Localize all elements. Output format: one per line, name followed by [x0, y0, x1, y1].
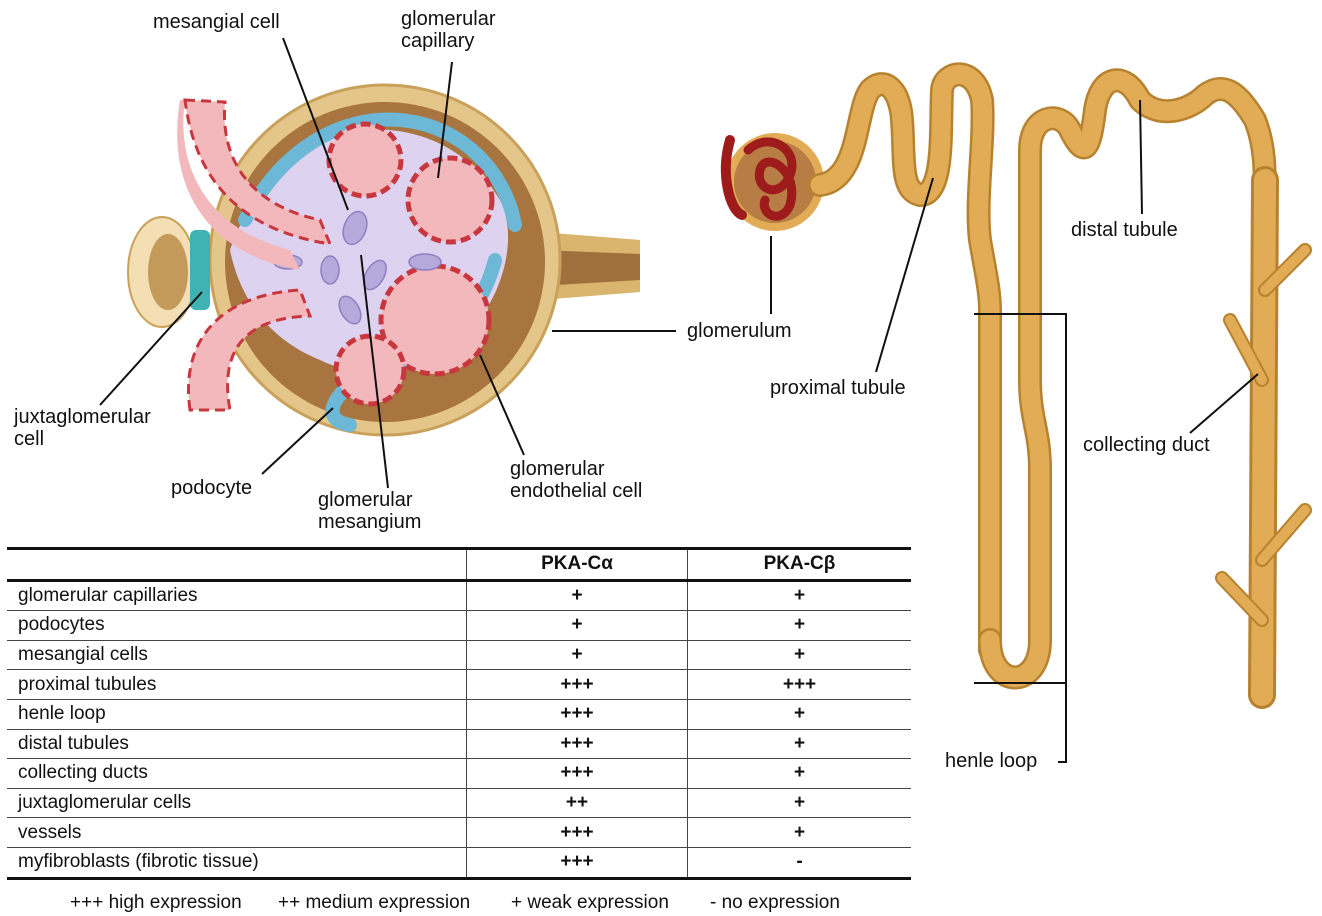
table-row: distal tubules++++ — [7, 729, 911, 759]
row-pka-cb: + — [688, 611, 912, 641]
table-row: henle loop++++ — [7, 699, 911, 729]
label-mesangial-cell: mesangial cell — [153, 11, 280, 33]
label-glomerular-capillary-line1: glomerular — [401, 8, 495, 30]
label-collecting-duct: collecting duct — [1083, 434, 1210, 456]
row-pka-ca: +++ — [467, 699, 688, 729]
table-row: proximal tubules++++++ — [7, 670, 911, 700]
label-glomerular-capillary-line2: capillary — [401, 30, 474, 52]
row-pka-ca: + — [467, 580, 688, 611]
header-pka-cb: PKA-Cβ — [688, 549, 912, 581]
row-name: distal tubules — [7, 729, 467, 759]
renal-corpuscle — [128, 85, 640, 435]
legend-high: +++ high expression — [70, 892, 242, 914]
row-name: juxtaglomerular cells — [7, 788, 467, 818]
row-pka-ca: +++ — [467, 729, 688, 759]
row-pka-ca: ++ — [467, 788, 688, 818]
table-row: podocytes++ — [7, 611, 911, 641]
label-glomerular-mesangium-line2: mesangium — [318, 511, 421, 533]
row-pka-cb: +++ — [688, 670, 912, 700]
label-glomerulum: glomerulum — [687, 320, 791, 342]
label-henle-loop: henle loop — [945, 750, 1037, 772]
juxtaglomerular-cells — [128, 217, 210, 327]
table-row: vessels++++ — [7, 818, 911, 848]
header-tissue — [7, 549, 467, 581]
row-pka-cb: + — [688, 699, 912, 729]
legend-none: - no expression — [710, 892, 840, 914]
row-name: collecting ducts — [7, 759, 467, 789]
table-row: collecting ducts++++ — [7, 759, 911, 789]
row-pka-ca: + — [467, 640, 688, 670]
legend-medium: ++ medium expression — [278, 892, 470, 914]
table-header-row: PKA-Cα PKA-Cβ — [7, 549, 911, 581]
row-pka-ca: +++ — [467, 847, 688, 878]
label-juxtaglomerular-line2: cell — [14, 428, 44, 450]
label-glomerular-mesangium-line1: glomerular — [318, 489, 412, 511]
expression-table: PKA-Cα PKA-Cβ glomerular capillaries++ p… — [7, 547, 911, 880]
label-endothelial-line2: endothelial cell — [510, 480, 642, 502]
row-pka-cb: + — [688, 580, 912, 611]
label-endothelial-line1: glomerular — [510, 458, 604, 480]
row-pka-cb: + — [688, 640, 912, 670]
table-row: myfibroblasts (fibrotic tissue)+++- — [7, 847, 911, 878]
row-name: henle loop — [7, 699, 467, 729]
table-row: glomerular capillaries++ — [7, 580, 911, 611]
row-pka-cb: + — [688, 729, 912, 759]
row-name: vessels — [7, 818, 467, 848]
row-name: glomerular capillaries — [7, 580, 467, 611]
table-row: juxtaglomerular cells+++ — [7, 788, 911, 818]
label-distal-tubule: distal tubule — [1071, 219, 1178, 241]
row-pka-cb: - — [688, 847, 912, 878]
label-proximal-tubule: proximal tubule — [770, 377, 906, 399]
row-name: podocytes — [7, 611, 467, 641]
row-name: myfibroblasts (fibrotic tissue) — [7, 847, 467, 878]
row-pka-ca: +++ — [467, 818, 688, 848]
row-pka-cb: + — [688, 818, 912, 848]
label-podocyte: podocyte — [171, 477, 252, 499]
row-pka-cb: + — [688, 788, 912, 818]
label-juxtaglomerular-line1: juxtaglomerular — [14, 406, 151, 428]
table-row: mesangial cells++ — [7, 640, 911, 670]
row-pka-ca: +++ — [467, 670, 688, 700]
row-name: proximal tubules — [7, 670, 467, 700]
row-pka-ca: + — [467, 611, 688, 641]
legend-weak: + weak expression — [511, 892, 669, 914]
row-name: mesangial cells — [7, 640, 467, 670]
header-pka-ca: PKA-Cα — [467, 549, 688, 581]
row-pka-cb: + — [688, 759, 912, 789]
row-pka-ca: +++ — [467, 759, 688, 789]
